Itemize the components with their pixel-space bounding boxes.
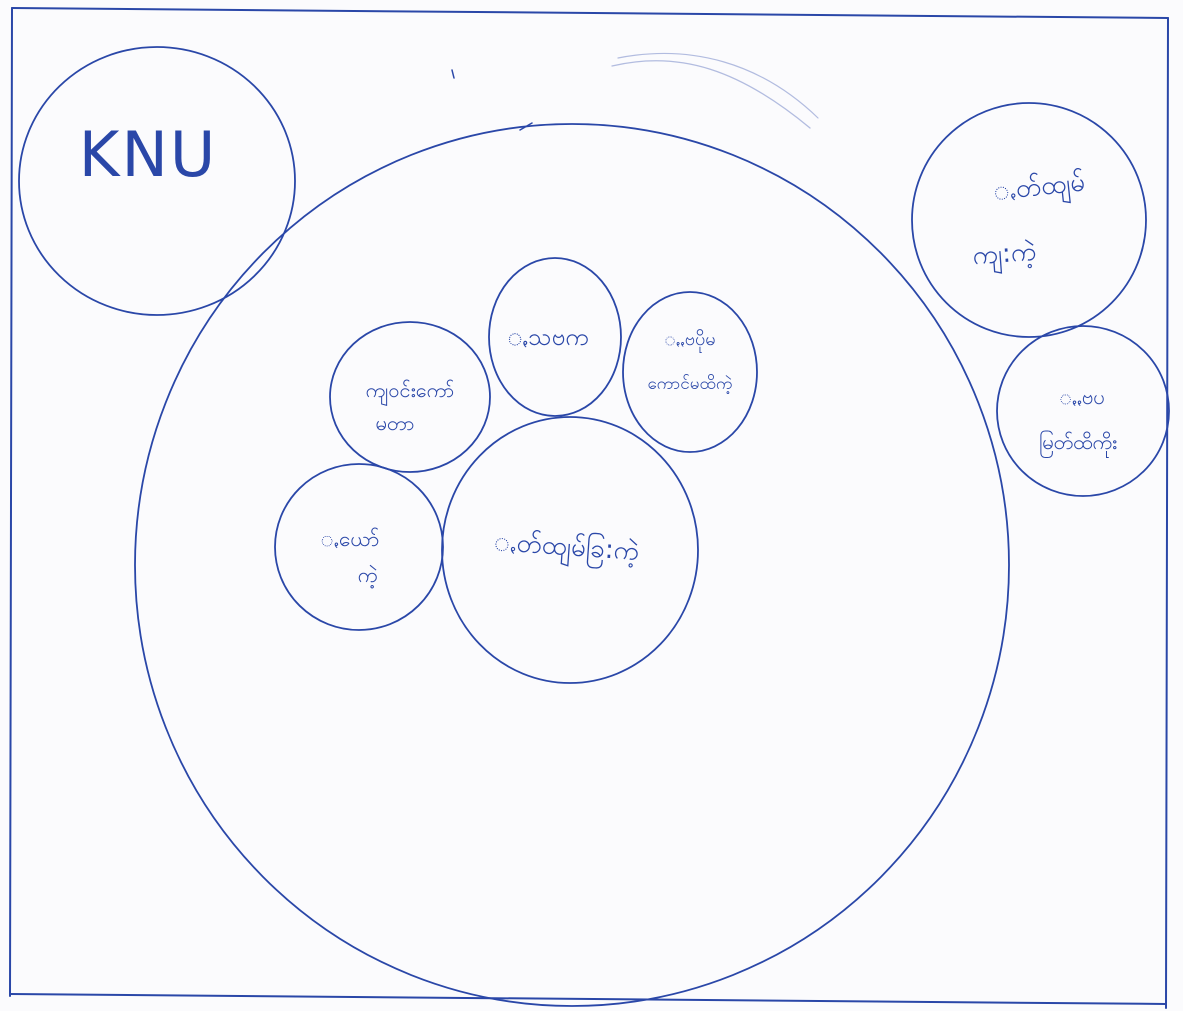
node-label: ကျ:ကဲ့ [972, 237, 1039, 276]
stray-marks [451, 52, 819, 131]
node-label: ကျဝင်းကော် [366, 378, 455, 406]
node-knu: KNU [18, 46, 296, 316]
node-outer-right: ꩻꩻဗပ မြတ်ထိကိုး [996, 325, 1170, 497]
node-label: ꩻသဗက [507, 323, 588, 351]
node-left-lower: ꩻယော် ကဲ့ [274, 463, 444, 631]
node-left-upper: ကျဝင်းကော် မတာ [329, 321, 491, 473]
node-label: ကဲ့ [358, 563, 379, 590]
frame [9, 7, 1169, 1009]
large-circle [134, 123, 1010, 1007]
node-label: ꩻတ်ထျမ် [992, 166, 1088, 211]
node-label: ကောင်မထိကဲ့ [647, 374, 732, 395]
node-label: မတာ [375, 411, 414, 435]
node-label: ꩻꩻဗပိုမ [664, 329, 715, 353]
node-outer-top-right: ꩻတ်ထျမ် ကျ:ကဲ့ [911, 102, 1147, 338]
node-right-upper: ꩻꩻဗပိုမ ကောင်မထိကဲ့ [622, 291, 758, 453]
node-label: မြတ်ထိကိုး [1039, 430, 1117, 458]
node-label: KNU [79, 118, 217, 191]
node-center: ꩻတ်ထျမ်ခြ:ကဲ့ [441, 416, 699, 684]
node-label: ꩻယော် [321, 526, 380, 551]
node-top: ꩻသဗက [488, 257, 622, 417]
node-label: ꩻတ်ထျမ်ခြ:ကဲ့ [493, 524, 641, 572]
node-label: ꩻꩻဗပ [1059, 385, 1104, 409]
